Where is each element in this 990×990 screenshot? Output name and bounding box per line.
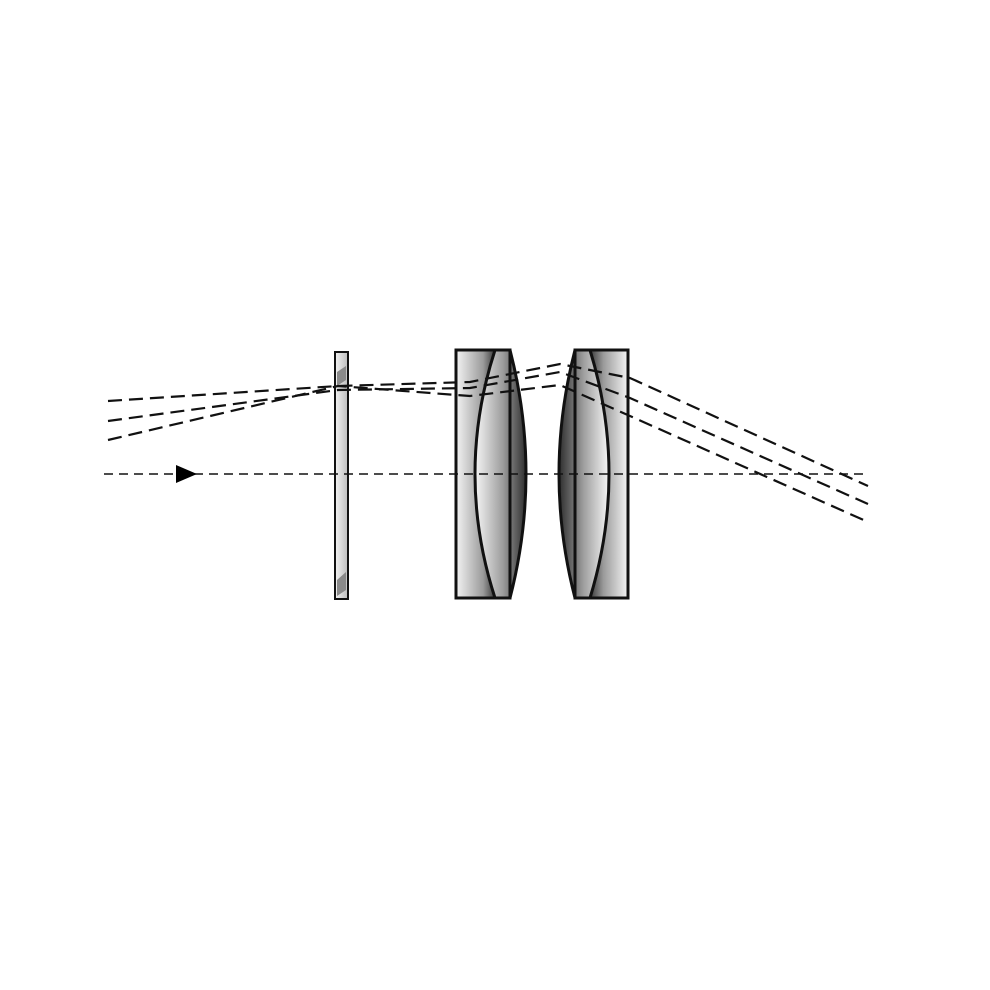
triangle-arrow-icon: [176, 465, 197, 483]
plate-highlight-bottom: [337, 572, 346, 596]
ray-1: [107, 362, 869, 488]
ray-bundle: [107, 362, 869, 524]
ray-3: [107, 383, 869, 524]
plate-window: [334, 351, 349, 600]
plate-highlight-top: [337, 366, 346, 386]
